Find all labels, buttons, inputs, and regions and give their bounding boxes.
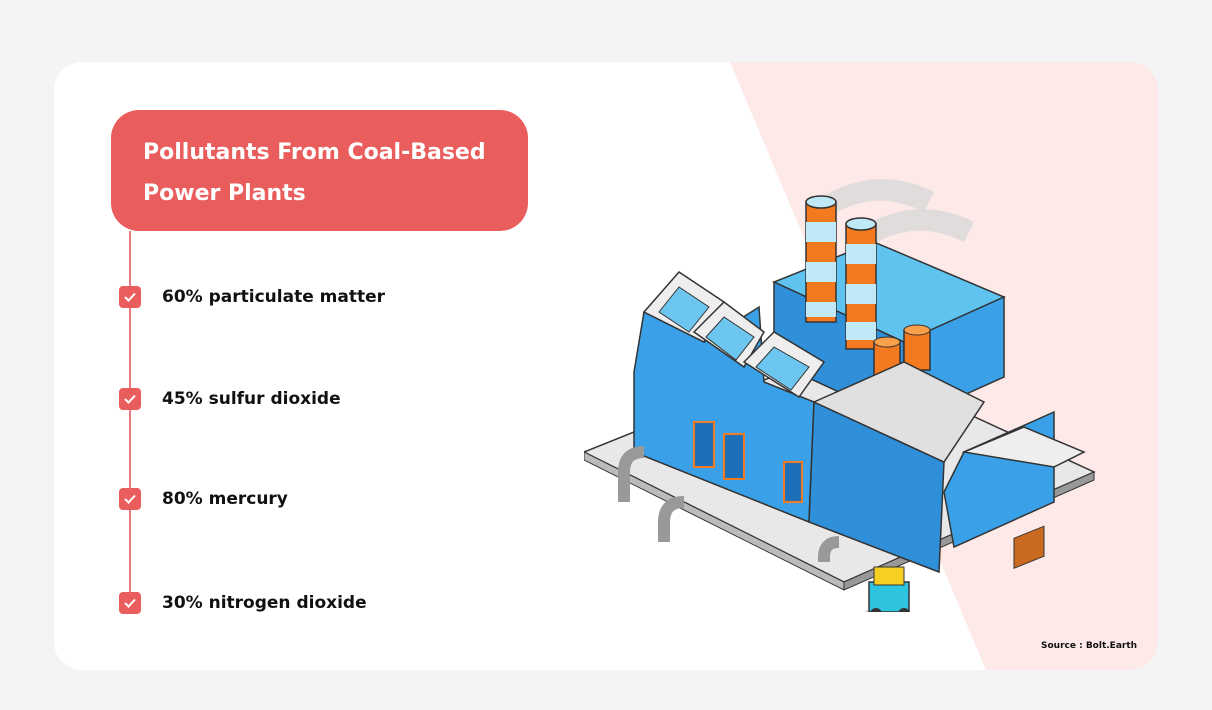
check-icon — [119, 388, 141, 410]
item-label: 80% mercury — [162, 489, 288, 509]
chimney — [845, 217, 877, 350]
forklift — [864, 566, 910, 612]
page-title: Pollutants From Coal-Based Power Plants — [143, 140, 486, 206]
list-item: 80% mercury — [119, 488, 288, 510]
item-label: 60% particulate matter — [162, 287, 385, 307]
power-plant-illustration — [584, 179, 1096, 612]
item-label: 30% nitrogen dioxide — [162, 593, 367, 613]
list-item: 45% sulfur dioxide — [119, 388, 341, 410]
chimney — [805, 195, 837, 323]
check-icon — [119, 592, 141, 614]
timeline-line — [129, 231, 131, 603]
check-icon — [119, 286, 141, 308]
list-item: 30% nitrogen dioxide — [119, 592, 367, 614]
list-item: 60% particulate matter — [119, 286, 385, 308]
infographic-card: Pollutants From Coal-Based Power Plants … — [54, 62, 1158, 670]
title-banner: Pollutants From Coal-Based Power Plants — [111, 110, 528, 231]
check-icon — [119, 488, 141, 510]
item-label: 45% sulfur dioxide — [162, 389, 341, 409]
source-credit: Source : Bolt.Earth — [1041, 641, 1138, 651]
